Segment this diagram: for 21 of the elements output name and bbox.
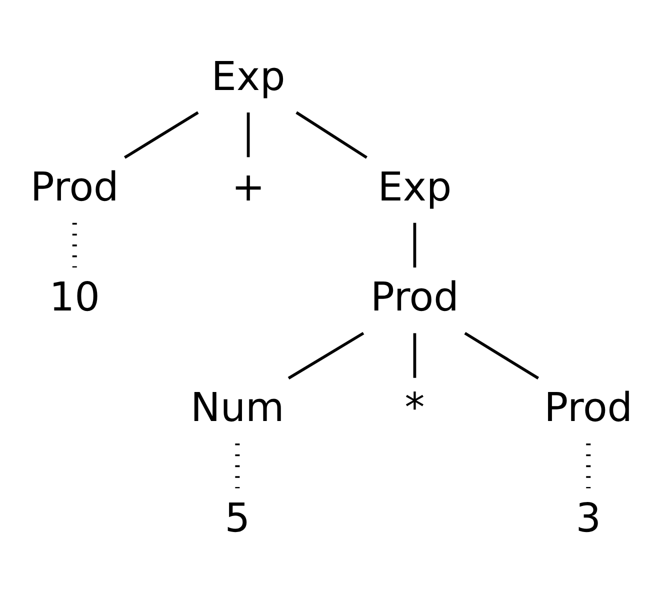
node-text: 10 xyxy=(49,274,100,320)
connector xyxy=(288,331,364,379)
node-text: Prod xyxy=(370,274,459,320)
node-text: 3 xyxy=(576,494,602,541)
connector xyxy=(464,331,540,379)
connector xyxy=(413,222,416,268)
connector xyxy=(235,443,240,488)
node-text: * xyxy=(404,384,425,430)
node-text: + xyxy=(232,164,265,210)
connector xyxy=(246,112,250,157)
node-text: Num xyxy=(190,384,284,430)
node-text: 5 xyxy=(224,494,250,541)
node-text: Exp xyxy=(378,164,452,210)
connector xyxy=(124,110,199,158)
node-text: Exp xyxy=(211,53,286,100)
node-text: Prod xyxy=(30,164,119,210)
connector xyxy=(72,222,77,268)
connector xyxy=(413,332,416,378)
node-text: Prod xyxy=(544,384,633,430)
connector xyxy=(296,110,368,158)
connector xyxy=(586,443,591,488)
